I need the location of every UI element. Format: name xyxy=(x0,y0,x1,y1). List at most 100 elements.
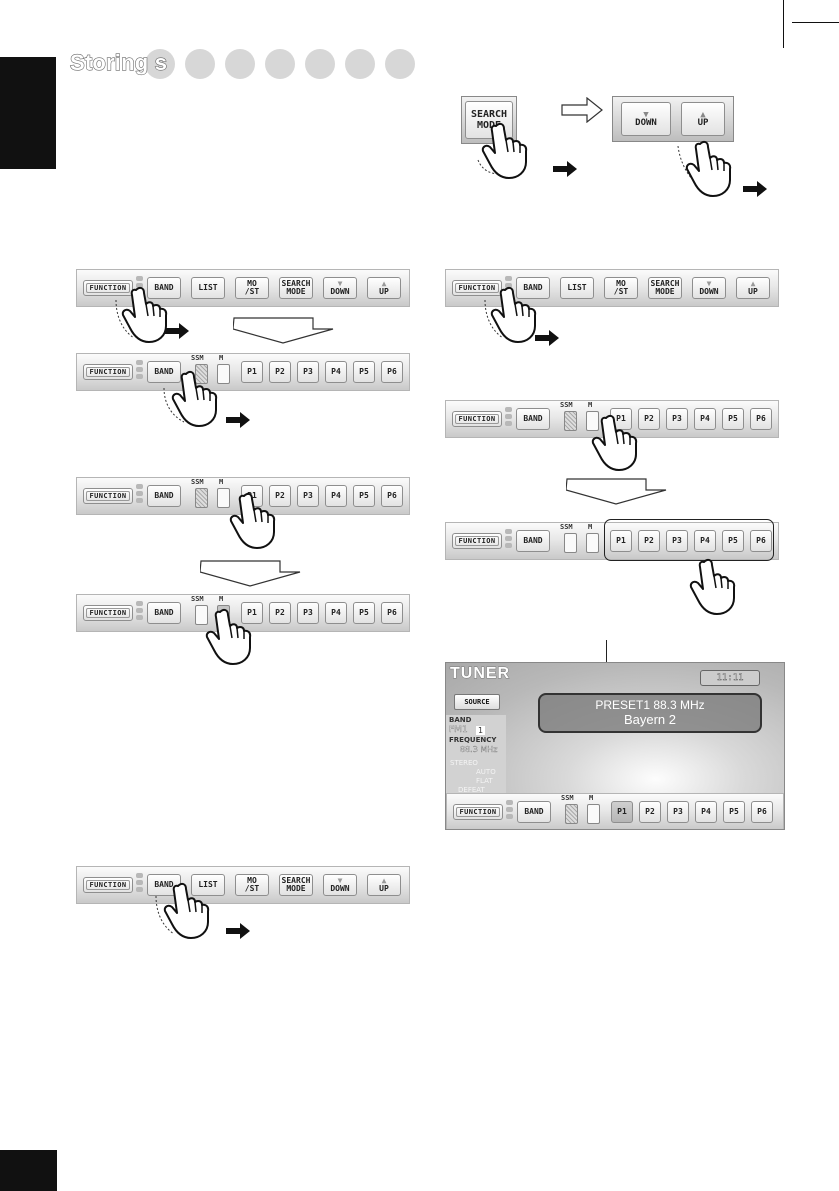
down-button[interactable]: ▼DOWN xyxy=(323,277,357,299)
preset-p2-button[interactable]: P2 xyxy=(638,408,660,430)
preset-p3-button[interactable]: P3 xyxy=(297,485,319,507)
tuner-screen: TUNER 11:11 SOURCE BAND FM1 1 FREQUENCY … xyxy=(445,662,785,830)
band-button[interactable]: BAND xyxy=(516,277,550,299)
up-button[interactable]: ▲UP xyxy=(681,102,725,136)
preset-p2-button[interactable]: P2 xyxy=(269,361,291,383)
list-button[interactable]: LIST xyxy=(191,277,225,299)
crop-mark-horizontal xyxy=(792,22,839,23)
preset-p4-button[interactable]: P4 xyxy=(694,408,716,430)
m-button[interactable] xyxy=(587,804,600,824)
preset-p2-button[interactable]: P2 xyxy=(269,485,291,507)
hand-pointer-icon xyxy=(229,492,276,549)
preset-p5-button[interactable]: P5 xyxy=(722,408,744,430)
band-value: FM1 xyxy=(449,725,468,735)
preset-p2-button[interactable]: P2 xyxy=(638,530,660,552)
band-button[interactable]: BAND xyxy=(147,485,181,507)
preset-p4-button[interactable]: P4 xyxy=(694,530,716,552)
search-mode-button[interactable]: SEARCH MODE xyxy=(279,277,313,299)
band-button[interactable]: BAND xyxy=(516,408,550,430)
down-button[interactable]: ▼DOWN xyxy=(323,874,357,896)
function-button[interactable]: FUNCTION xyxy=(83,364,133,380)
preset-station-display: PRESET1 88.3 MHz Bayern 2 xyxy=(538,693,762,733)
m-button[interactable] xyxy=(586,411,599,431)
preset-p4-button[interactable]: P4 xyxy=(325,361,347,383)
down-button[interactable]: ▼DOWN xyxy=(692,277,726,299)
mo-st-button[interactable]: MO /ST xyxy=(235,277,269,299)
function-button[interactable]: FUNCTION xyxy=(83,280,133,296)
band-label: BAND xyxy=(449,716,472,724)
ssm-button[interactable] xyxy=(564,533,577,553)
preset-p1-button[interactable]: P1 xyxy=(241,361,263,383)
preset-p4-button[interactable]: P4 xyxy=(325,485,347,507)
preset-p5-button[interactable]: P5 xyxy=(722,530,744,552)
m-button[interactable] xyxy=(586,533,599,553)
ssm-label: SSM xyxy=(191,595,204,603)
ssm-label: SSM xyxy=(191,354,204,362)
defeat-indicator: DEFEAT xyxy=(458,786,485,794)
preset-p6-button[interactable]: P6 xyxy=(381,361,403,383)
mo-st-button[interactable]: MO /ST xyxy=(235,874,269,896)
preset-p2-button[interactable]: P2 xyxy=(269,602,291,624)
preset-p3-button[interactable]: P3 xyxy=(666,408,688,430)
preset-p4-button[interactable]: P4 xyxy=(325,602,347,624)
source-button[interactable]: SOURCE xyxy=(454,694,500,710)
ssm-button[interactable] xyxy=(564,411,577,431)
function-button[interactable]: FUNCTION xyxy=(452,533,502,549)
band-button[interactable]: BAND xyxy=(517,801,551,823)
m-label: M xyxy=(219,354,224,362)
search-mode-button[interactable]: SEARCH MODE xyxy=(279,874,313,896)
preset-p4-button[interactable]: P4 xyxy=(695,801,717,823)
preset-p5-button[interactable]: P5 xyxy=(353,485,375,507)
down-button[interactable]: ▼DOWN xyxy=(621,102,671,136)
preset-p3-button[interactable]: P3 xyxy=(666,530,688,552)
ssm-button[interactable] xyxy=(195,364,208,384)
press-arrow-icon xyxy=(553,161,577,177)
preset-p6-button[interactable]: P6 xyxy=(751,801,773,823)
function-button[interactable]: FUNCTION xyxy=(452,411,502,427)
list-button[interactable]: LIST xyxy=(191,874,225,896)
preset-p6-button[interactable]: P6 xyxy=(381,485,403,507)
preset-p6-button[interactable]: P6 xyxy=(750,530,772,552)
up-button[interactable]: ▲UP xyxy=(367,277,401,299)
preset-p2-button[interactable]: P2 xyxy=(639,801,661,823)
triangle-up-icon: ▲ xyxy=(700,110,706,120)
ssm-button[interactable] xyxy=(565,804,578,824)
function-button[interactable]: FUNCTION xyxy=(83,877,133,893)
function-button[interactable]: FUNCTION xyxy=(453,804,503,820)
m-button[interactable] xyxy=(217,488,230,508)
tuner-info-panel: BAND FM1 1 FREQUENCY 88.3 MHz STEREO AUT… xyxy=(446,715,506,797)
up-button[interactable]: ▲UP xyxy=(367,874,401,896)
preset-p3-button[interactable]: P3 xyxy=(297,361,319,383)
list-button[interactable]: LIST xyxy=(560,277,594,299)
band-button[interactable]: BAND xyxy=(516,530,550,552)
preset-p1-button[interactable]: P1 xyxy=(611,801,633,823)
function-button[interactable]: FUNCTION xyxy=(452,280,502,296)
indicator-leds xyxy=(136,601,143,622)
preset-p6-button[interactable]: P6 xyxy=(381,602,403,624)
mo-st-button[interactable]: MO /ST xyxy=(604,277,638,299)
preset-p1-button[interactable]: P1 xyxy=(610,530,632,552)
preset-p5-button[interactable]: P5 xyxy=(353,361,375,383)
band-button[interactable]: BAND xyxy=(147,602,181,624)
ssm-button[interactable] xyxy=(195,488,208,508)
search-mode-button[interactable]: SEARCH MODE xyxy=(648,277,682,299)
band-button[interactable]: BAND xyxy=(147,277,181,299)
function-button[interactable]: FUNCTION xyxy=(83,488,133,504)
preset-p6-button[interactable]: P6 xyxy=(750,408,772,430)
preset-p3-button[interactable]: P3 xyxy=(297,602,319,624)
band-button[interactable]: BAND xyxy=(147,361,181,383)
preset-p5-button[interactable]: P5 xyxy=(353,602,375,624)
ssm-button[interactable] xyxy=(195,605,208,625)
preset-p3-button[interactable]: P3 xyxy=(667,801,689,823)
indicator-leds xyxy=(505,407,512,428)
up-button[interactable]: ▲UP xyxy=(736,277,770,299)
m-button[interactable] xyxy=(217,364,230,384)
preset-p1-button[interactable]: P1 xyxy=(241,602,263,624)
m-label: M xyxy=(589,794,594,802)
preset-p5-button[interactable]: P5 xyxy=(723,801,745,823)
m-label: M xyxy=(219,595,224,603)
stereo-indicator: STEREO xyxy=(450,759,478,767)
indicator-leds xyxy=(136,873,143,894)
ssm-label: SSM xyxy=(561,794,574,802)
function-button[interactable]: FUNCTION xyxy=(83,605,133,621)
